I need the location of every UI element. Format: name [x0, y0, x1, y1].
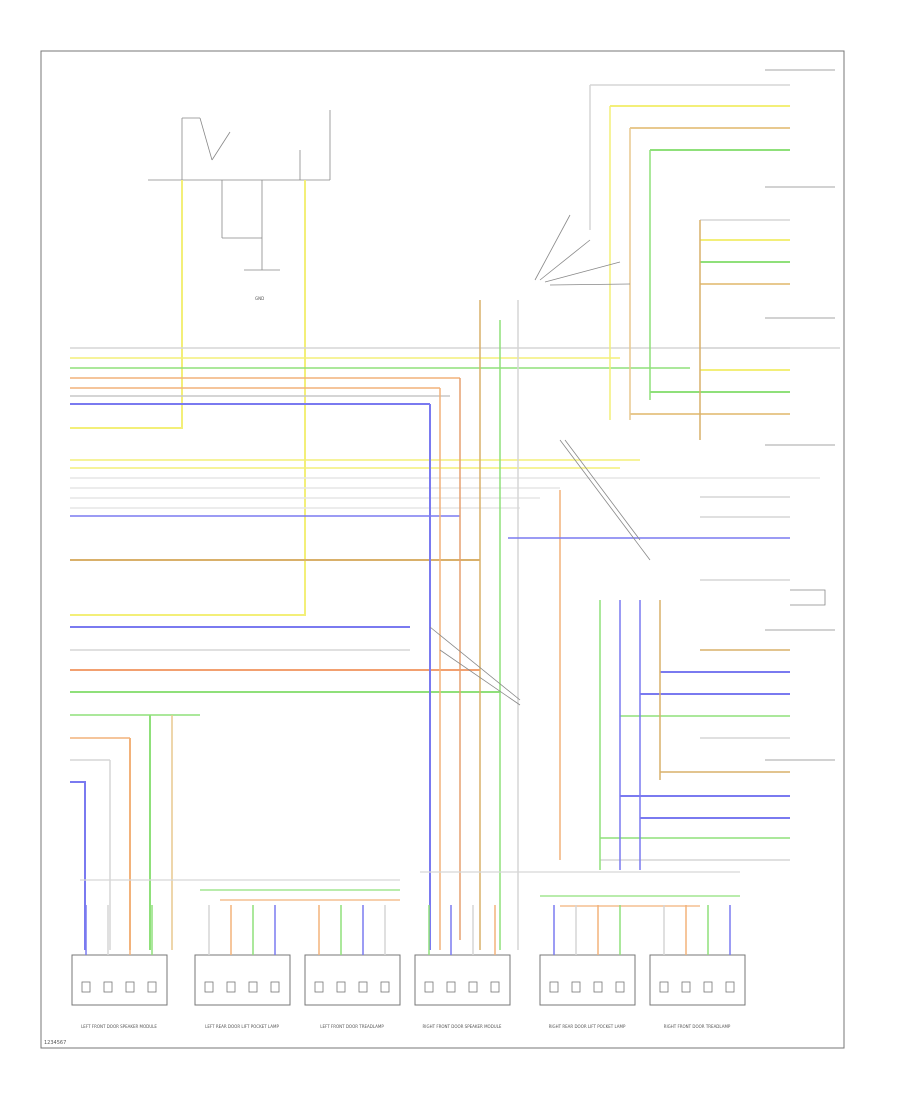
connector-pin — [681, 981, 691, 993]
connector-pin — [571, 981, 581, 993]
bottom-connectors: LEFT FRONT DOOR SPEAKER MODULE LEFT REAR … — [71, 905, 746, 1029]
connector-body — [414, 954, 511, 1006]
connector-3: LEFT FRONT DOOR TREADLAMP — [304, 905, 401, 1029]
connector-label: RIGHT FRONT DOOR TREADLAMP — [664, 1024, 731, 1029]
connector-label: LEFT FRONT DOOR TREADLAMP — [320, 1024, 384, 1029]
connector-body — [71, 954, 168, 1006]
connector-1: LEFT FRONT DOOR SPEAKER MODULE — [71, 905, 168, 1029]
connector-label: RIGHT FRONT DOOR SPEAKER MODULE — [423, 1024, 502, 1029]
connector-pin — [314, 981, 324, 993]
connector-6: RIGHT FRONT DOOR TREADLAMP — [649, 905, 746, 1029]
connector-pin — [659, 981, 669, 993]
connector-label: LEFT REAR DOOR LIFT POCKET LAMP — [205, 1024, 279, 1029]
harness-diagonals — [429, 214, 651, 706]
connector-pin — [125, 981, 135, 993]
wire-yellow-2 — [70, 180, 306, 616]
diagram-frame — [40, 50, 845, 1049]
connector-4: RIGHT FRONT DOOR SPEAKER MODULE — [414, 905, 511, 1029]
connector-pin — [248, 981, 258, 993]
left-bus — [70, 347, 840, 950]
connector-body — [194, 954, 291, 1006]
connector-pin — [204, 981, 214, 993]
connector-body — [539, 954, 636, 1006]
wire-yellow-1 — [70, 180, 183, 429]
connector-pin — [490, 981, 500, 993]
connector-pin — [593, 981, 603, 993]
connector-pin — [424, 981, 434, 993]
connector-2: LEFT REAR DOOR LIFT POCKET LAMP — [194, 905, 291, 1029]
connector-pin — [725, 981, 735, 993]
connector-5: RIGHT REAR DOOR LIFT POCKET LAMP — [539, 905, 636, 1029]
right-module-lines — [508, 84, 790, 861]
connector-pin — [103, 981, 113, 993]
connector-pin — [358, 981, 368, 993]
connector-pin — [336, 981, 346, 993]
connector-pin — [549, 981, 559, 993]
connector-body — [304, 954, 401, 1006]
connector-pin — [147, 981, 157, 993]
connector-pin — [446, 981, 456, 993]
connector-body — [649, 954, 746, 1006]
connector-label: RIGHT REAR DOOR LIFT POCKET LAMP — [549, 1024, 626, 1029]
connector-pin — [270, 981, 280, 993]
trunk-wires — [109, 300, 561, 950]
bottom-feed-lines — [80, 871, 740, 907]
switch-block: GND — [148, 110, 331, 301]
right-section-dividers — [765, 69, 835, 761]
connector-pin — [703, 981, 713, 993]
connector-pin — [380, 981, 390, 993]
connector-label: LEFT FRONT DOOR SPEAKER MODULE — [81, 1024, 157, 1029]
connector-pin — [468, 981, 478, 993]
svg-text:GND: GND — [255, 296, 264, 301]
connector-pin — [615, 981, 625, 993]
connector-pin — [81, 981, 91, 993]
right-vertical-bus — [589, 85, 701, 870]
connector-pin — [226, 981, 236, 993]
footer-code: 1234567 — [44, 1040, 66, 1046]
